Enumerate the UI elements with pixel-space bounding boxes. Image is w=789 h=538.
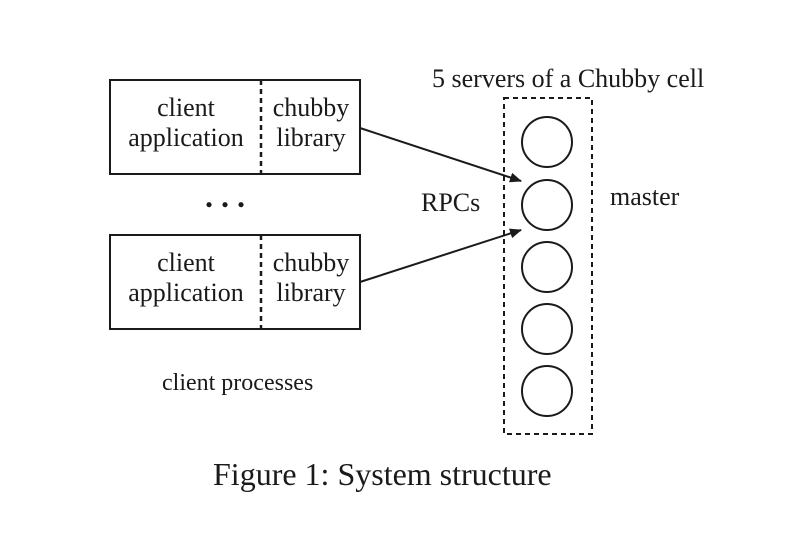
- client-application-line1: client: [157, 248, 215, 277]
- server-replica-5: [521, 365, 573, 417]
- chubby-library-line1: chubby: [272, 248, 350, 277]
- rpc-label: RPCs: [421, 188, 481, 217]
- master-label: master: [610, 182, 680, 211]
- client-process-box-1: [109, 79, 361, 175]
- chubby-library-line2: library: [276, 278, 346, 307]
- chubby-library-label-1: chubby library: [263, 95, 359, 151]
- figure-caption: Figure 1: System structure: [213, 456, 552, 492]
- client-processes-label: client processes: [162, 370, 314, 396]
- chubby-library-line1: chubby: [272, 93, 350, 122]
- client-application-label-2: client application: [112, 250, 260, 306]
- chubby-cell-title: 5 servers of a Chubby cell: [432, 64, 705, 93]
- client-application-line1: client: [157, 93, 215, 122]
- rpc-arrow-2: [359, 228, 522, 283]
- chubby-cell-boundary: [503, 97, 593, 435]
- server-replica-master: [521, 179, 573, 231]
- server-replica-3: [521, 241, 573, 293]
- client-application-line2: application: [128, 123, 244, 152]
- server-replica-4: [521, 303, 573, 355]
- rpc-arrow-1: [359, 127, 522, 183]
- chubby-library-label-2: chubby library: [263, 250, 359, 306]
- chubby-library-line2: library: [276, 123, 346, 152]
- server-replica-1: [521, 116, 573, 168]
- client-application-label-1: client application: [112, 95, 260, 151]
- client-application-line2: application: [128, 278, 244, 307]
- more-clients-ellipsis: . . .: [205, 178, 245, 214]
